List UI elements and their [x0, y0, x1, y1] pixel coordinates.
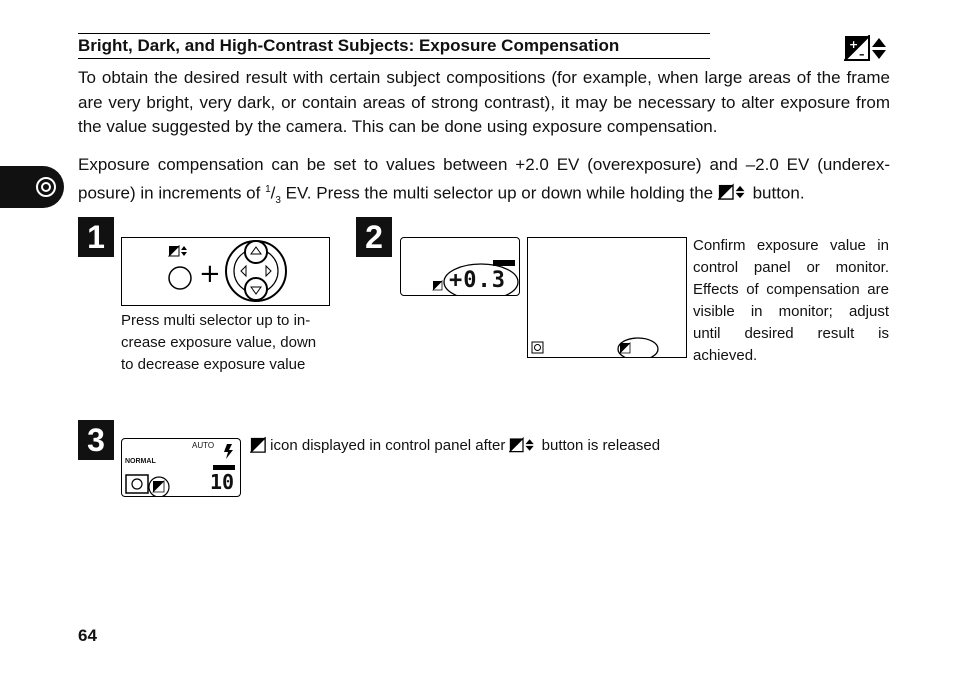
control-panel-after: AUTO NORMAL 10 [121, 438, 241, 497]
frame-count: 10 [210, 470, 235, 494]
exposure-compensation-button-icon [509, 437, 535, 453]
exposure-compensation-icon: + – [844, 35, 886, 61]
svg-text:–: – [859, 48, 865, 61]
chapter-tab [0, 166, 64, 208]
range-line-2: posure) in increments of 1/3 EV. Press t… [78, 183, 805, 206]
quality-label: NORMAL [125, 458, 156, 465]
exposure-compensation-icon [250, 437, 266, 453]
auto-label: AUTO [192, 441, 215, 450]
step-2-caption: Confirm exposure value in control panel … [693, 237, 889, 364]
step-1-marker: 1 [78, 217, 114, 257]
monitor-display [527, 237, 687, 361]
page-number: 64 [78, 626, 97, 645]
control-panel-after-illustration [125, 444, 235, 496]
svg-text:+: + [199, 259, 221, 289]
step-2-marker: 2 [356, 217, 392, 257]
section-title: Bright, Dark, and High-Contrast Subjects… [78, 33, 710, 59]
control-panel-display: +0.3 [400, 237, 520, 301]
multi-selector-illustration: + [167, 240, 287, 302]
ev-readout: +0.3 [449, 268, 506, 293]
camera-back-diagram: + [121, 237, 330, 306]
range-line-1: Exposure compensation can be set to valu… [78, 155, 890, 174]
shooting-mode-icon [36, 177, 56, 197]
step-1-caption: Press multi selector up to in- crease ex… [121, 312, 317, 373]
step-3-caption: icon displayed in control panel after bu… [250, 437, 660, 454]
exposure-compensation-icon [717, 183, 745, 200]
intro-paragraph: To obtain the desired result with certai… [78, 68, 890, 136]
step-3-marker: 3 [78, 420, 114, 460]
monitor-illustration [531, 337, 659, 361]
svg-text:+: + [849, 38, 858, 51]
range-paragraph: Exposure compensation can be set to valu… [78, 153, 890, 213]
